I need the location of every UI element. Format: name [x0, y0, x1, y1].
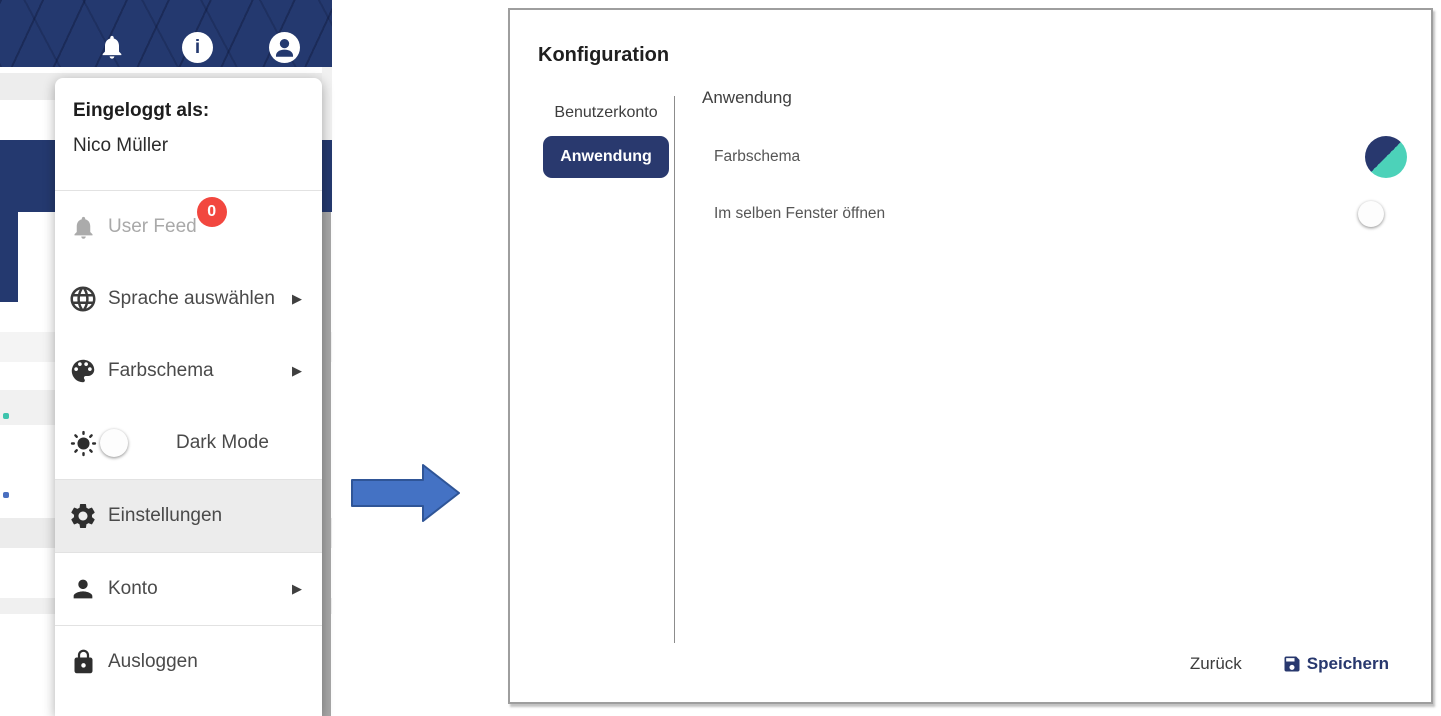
submenu-chevron-icon: ▶ [292, 581, 302, 596]
setting-row-farbschema: Farbschema [702, 134, 1407, 180]
save-floppy-icon [1282, 654, 1302, 674]
setting-label: Farbschema [714, 148, 801, 165]
page-scrollbar-thumb[interactable] [322, 212, 331, 716]
user-dropdown-menu: Eingeloggt als: Nico Müller User Feed 0 … [55, 78, 322, 716]
setting-row-selbes-fenster: Im selben Fenster öffnen [702, 194, 1407, 234]
page-background-band [0, 390, 55, 425]
page-scrollbar-track [322, 67, 332, 140]
page-navy-sliver [0, 212, 18, 302]
menu-item-ausloggen[interactable]: Ausloggen [55, 626, 322, 698]
divider [55, 625, 322, 626]
menu-item-sprache-auswaehlen[interactable]: Sprache auswählen ▶ [55, 263, 322, 335]
submenu-chevron-icon: ▶ [292, 291, 302, 306]
dark-mode-toggle[interactable] [100, 428, 153, 457]
bell-icon [67, 211, 99, 243]
section-heading: Anwendung [702, 88, 792, 107]
menu-item-label: Konto [108, 578, 158, 599]
dialog-nav: Benutzerkonto Anwendung [538, 98, 674, 178]
sun-icon [67, 427, 99, 459]
menu-item-label: Dark Mode [176, 432, 269, 453]
menu-item-label: User Feed [108, 216, 197, 237]
save-button-label: Speichern [1306, 654, 1389, 673]
vertical-divider [674, 96, 675, 643]
menu-item-konto[interactable]: Konto ▶ [55, 553, 322, 625]
save-button[interactable]: Speichern [1282, 654, 1389, 674]
divider [55, 479, 322, 480]
account-icon[interactable] [269, 32, 300, 63]
menu-item-label: Sprache auswählen [108, 288, 275, 309]
dialog-content: Anwendung Farbschema Im selben Fenster ö… [702, 88, 1407, 234]
info-icon[interactable]: i [182, 32, 213, 63]
page-content-speck [3, 492, 9, 498]
konfiguration-dialog: Konfiguration Benutzerkonto Anwendung An… [508, 8, 1433, 704]
flow-arrow [351, 463, 461, 525]
notification-count-badge: 0 [196, 197, 227, 227]
color-scheme-circle[interactable] [1365, 136, 1407, 178]
divider [55, 552, 322, 553]
topbar: i [0, 0, 332, 67]
tab-benutzerkonto[interactable]: Benutzerkonto [554, 104, 658, 121]
menu-item-einstellungen[interactable]: Einstellungen [55, 480, 322, 552]
dialog-footer: Zurück Speichern [1190, 654, 1389, 674]
menu-item-label: Farbschema [108, 360, 214, 381]
submenu-chevron-icon: ▶ [292, 363, 302, 378]
same-window-toggle[interactable] [1358, 200, 1407, 227]
menu-item-dark-mode[interactable]: Dark Mode [55, 407, 322, 479]
menu-item-farbschema[interactable]: Farbschema ▶ [55, 335, 322, 407]
gear-icon [67, 500, 99, 532]
menu-header: Eingeloggt als: Nico Müller [55, 78, 322, 190]
tab-anwendung[interactable]: Anwendung [543, 136, 669, 178]
globe-icon [67, 283, 99, 315]
menu-item-user-feed[interactable]: User Feed 0 [55, 191, 322, 263]
menu-item-label: Einstellungen [108, 505, 223, 526]
back-button[interactable]: Zurück [1189, 654, 1242, 673]
palette-icon [67, 355, 99, 387]
divider [55, 190, 322, 191]
left-app-screenshot: i Eingeloggt als: Nico Müller [0, 0, 332, 716]
notifications-bell-icon[interactable] [98, 32, 126, 62]
page-content-speck [3, 413, 9, 419]
menu-item-label: Ausloggen [108, 651, 198, 672]
setting-label: Im selben Fenster öffnen [714, 205, 886, 222]
user-name: Nico Müller [73, 135, 169, 156]
dialog-title: Konfiguration [538, 44, 670, 66]
lock-icon [67, 646, 99, 678]
logged-in-label: Eingeloggt als: [73, 100, 210, 121]
person-icon [67, 573, 99, 605]
